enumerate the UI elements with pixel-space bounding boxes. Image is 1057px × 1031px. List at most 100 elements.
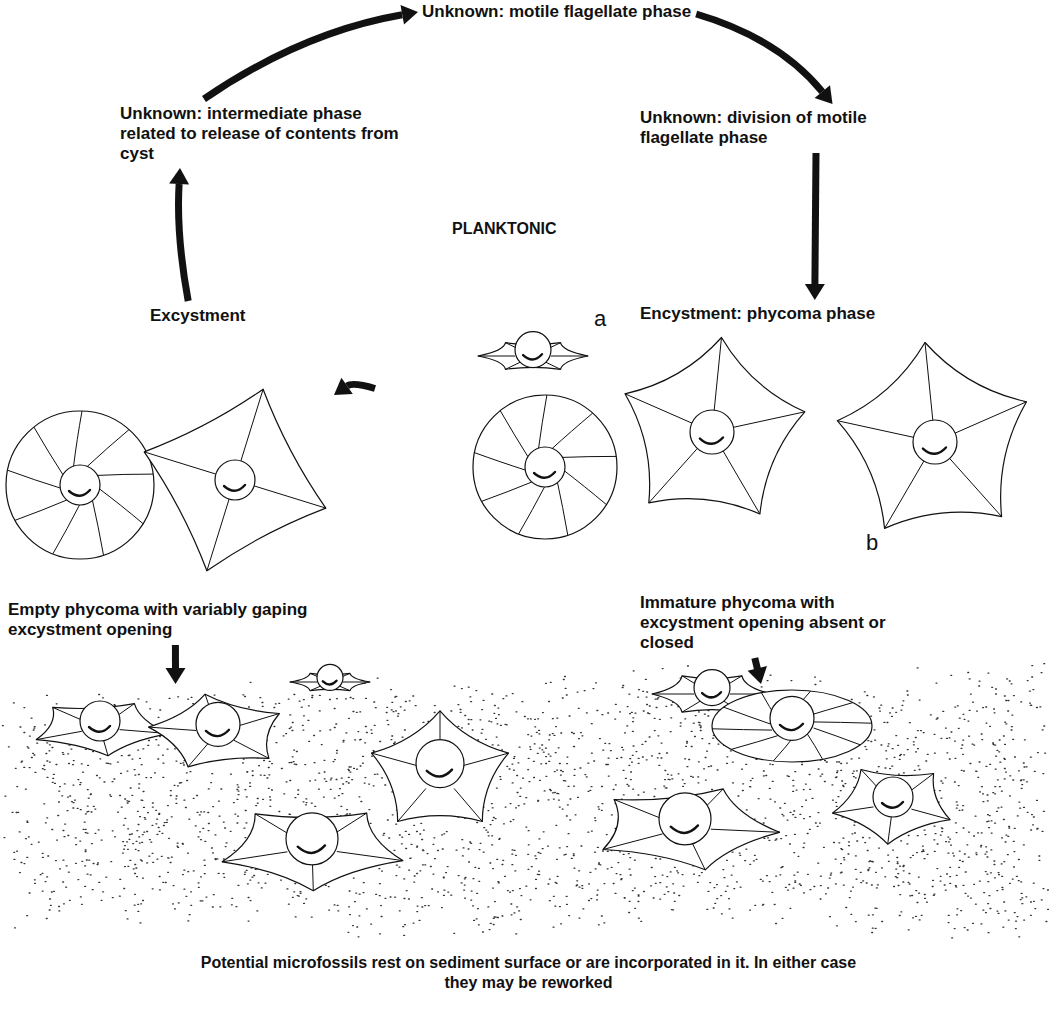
phycoma-rosette: [6, 411, 154, 559]
phycoma-ray: [714, 338, 721, 411]
phycoma-star: [149, 694, 280, 767]
phycoma-ray: [34, 427, 63, 475]
phycoma-ray: [614, 800, 666, 821]
arrow-shaft: [696, 14, 822, 92]
phycoma-ray: [398, 789, 426, 822]
phycoma-ray: [478, 356, 515, 357]
arrow-shaft: [204, 15, 402, 99]
stage-label: Unknown: motile flagellate phase: [422, 2, 691, 22]
phycoma-ray: [950, 458, 1002, 516]
phycoma-outline: [222, 813, 403, 891]
phycoma-body: [690, 410, 734, 454]
phycoma-ray: [807, 733, 823, 759]
phycoma-ray: [337, 852, 403, 861]
phycoma-outline: [144, 389, 326, 571]
stage-node: Unknown: division of motile flagellate p…: [640, 108, 915, 148]
phycoma-ray: [474, 453, 525, 470]
phycoma-ray: [188, 743, 209, 767]
phycoma-ray: [723, 451, 760, 514]
cycle-arrow: [334, 378, 375, 395]
phycoma-ray: [36, 731, 82, 739]
phycoma-ray: [53, 505, 80, 554]
phycoma-body: [196, 702, 240, 746]
phycoma-outline: [625, 338, 805, 515]
phycoma-ray: [734, 412, 805, 428]
phycoma-ray: [563, 456, 617, 457]
phycoma-body: [694, 670, 730, 706]
cycle-arrow: [805, 153, 825, 300]
phycoma-ray: [482, 482, 532, 501]
arrow-shaft: [347, 384, 375, 388]
phycoma-ray: [74, 411, 82, 466]
phycoma-ray: [731, 735, 781, 750]
sediment-stipple: [2, 664, 1048, 938]
excystment-opening: [780, 724, 803, 730]
excystment-opening: [534, 472, 555, 478]
figure-letter: b: [866, 530, 878, 556]
phycoma-star: [478, 332, 588, 370]
phycoma-ray: [237, 714, 279, 727]
phycoma-body: [60, 465, 100, 505]
phycoma-ray: [558, 483, 568, 536]
phycoma-body: [770, 696, 814, 740]
arrow-shaft: [179, 184, 189, 301]
excystment-opening: [882, 802, 903, 808]
figure-letter: a: [594, 306, 606, 332]
phycoma-ray: [234, 740, 269, 758]
stage-label: Immature phycoma with excystment opening…: [640, 593, 920, 653]
phycoma-ray: [149, 727, 197, 730]
arrow-shaft: [815, 153, 816, 284]
arrow-shaft: [172, 645, 179, 668]
stage-node: Immature phycoma with excystment opening…: [640, 593, 920, 653]
phycoma-body: [286, 813, 338, 865]
phycoma-body: [515, 332, 551, 368]
phycoma-star: [837, 343, 1026, 529]
realm-label: PLANKTONIC: [452, 220, 557, 238]
phycoma-ray: [539, 395, 547, 448]
phycoma-ray: [833, 807, 874, 813]
excystment-opening: [702, 692, 721, 697]
phycoma-star: [290, 664, 370, 690]
phycoma-outline: [833, 770, 951, 845]
phycoma-body: [317, 664, 343, 690]
phycoma-ray: [603, 834, 663, 850]
phycoma-ray: [519, 487, 545, 534]
excystment-opening: [700, 438, 723, 444]
phycoma-outline: [603, 789, 780, 870]
phycoma-body: [416, 740, 464, 788]
phycoma-ray: [207, 499, 229, 571]
excystment-opening: [69, 490, 90, 496]
phycoma-ray: [343, 682, 370, 683]
cycle-arrow: [169, 168, 189, 301]
phycoma-ray: [885, 461, 924, 528]
arrow-head: [401, 5, 419, 25]
cycle-arrow: [204, 5, 418, 99]
phycoma-rosette: [712, 690, 872, 762]
phycoma-body: [659, 793, 711, 845]
cycle-arrow: [166, 645, 186, 684]
stage-node: Potential microfossils rest on sediment …: [0, 688, 1057, 993]
arrow-head: [166, 668, 186, 684]
phycoma-ray: [290, 682, 317, 683]
phycoma-ray: [712, 729, 772, 730]
phycoma-ray: [463, 753, 509, 766]
stage-node: Encystment: phycoma phase: [380, 304, 1052, 560]
phycoma-ray: [552, 413, 592, 448]
phycoma-ray: [812, 722, 872, 723]
phycoma-ray: [98, 474, 154, 475]
phycoma-body: [80, 701, 120, 741]
phycoma-outline: [837, 343, 1026, 529]
phycoma-ray: [837, 421, 913, 438]
phycoma-ray: [888, 817, 892, 844]
stage-node: Excystment: [150, 306, 245, 326]
excystment-opening: [224, 485, 245, 491]
stage-label: Excystment: [150, 306, 245, 326]
stage-label: Unknown: intermediate phase related to r…: [120, 104, 420, 164]
phycoma-ray: [254, 486, 326, 508]
excystment-opening: [671, 825, 698, 832]
stage-node: Empty phycoma with variably gaping excys…: [8, 360, 330, 640]
phycoma-ray: [565, 471, 607, 505]
cycle-arrow: [748, 658, 767, 684]
